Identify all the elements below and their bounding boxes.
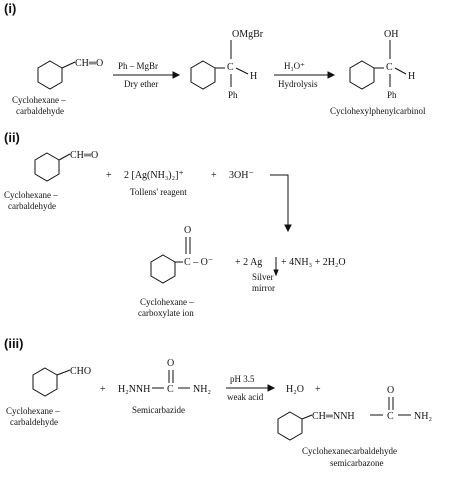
reagent-dry-ether: Dry ether <box>124 79 158 89</box>
aldehyde-bond-2 <box>58 153 71 161</box>
silver-name-a: Silver <box>252 272 274 282</box>
semicarbazone-left: CH═NNH <box>312 411 355 422</box>
semicarbazide-oxygen: O <box>167 358 174 369</box>
reagent-hydrolysis: Hydrolysis <box>278 79 318 89</box>
cyclohexane-ring-5 <box>150 254 176 284</box>
aldehyde-group-2: CH═O <box>70 150 98 161</box>
semicarbazone-name-b: semicarbazone <box>330 458 383 468</box>
section-label-ii: (ii) <box>4 130 20 145</box>
intermediate-bond-h <box>235 67 249 75</box>
plus-sign-3a: + <box>100 384 106 395</box>
arrowhead-bent <box>284 224 292 233</box>
product-phenyl: Ph <box>387 90 397 100</box>
intermediate-hydrogen: H <box>250 71 257 82</box>
condition-ph: pH 3.5 <box>230 374 255 384</box>
cyclohexane-ring-7 <box>277 411 303 441</box>
aldehyde-bond-3 <box>56 369 71 376</box>
semicarbazone-carbon: C <box>387 411 394 422</box>
semicarbazide-name: Semicarbazide <box>132 405 185 415</box>
intermediate-carbon: C <box>227 62 234 73</box>
cyclohexane-ring-2 <box>190 60 216 90</box>
byproducts: + 4NH₃ + 2H₂O <box>281 257 346 268</box>
carboxylate-name-b: carboxylate ion <box>138 308 194 318</box>
product-carbon: C <box>386 62 393 73</box>
precipitate-arrowhead <box>273 269 279 277</box>
reagent-grignard: Ph – MgBr <box>118 61 158 71</box>
aldehyde-name-1a: Cyclohexane – <box>12 95 66 105</box>
aldehyde-name-3a: Cyclohexane – <box>6 406 60 416</box>
intermediate-omgbr: OMgBr <box>232 29 264 40</box>
cyclohexane-ring-1 <box>37 60 63 90</box>
carboxylate-group: C – O⁻ <box>184 257 213 268</box>
semicarbazone-bond-ring <box>301 414 313 420</box>
plus-sign-3b: + <box>315 384 321 395</box>
plus-sign-2a: + <box>106 170 112 181</box>
arrowhead-1 <box>172 71 181 79</box>
product-hydroxyl: OH <box>384 29 398 40</box>
water-product: H₂O <box>286 384 304 395</box>
condition-weak-acid: weak acid <box>227 392 264 402</box>
carboxylate-name-a: Cyclohexane – <box>140 297 194 307</box>
semicarbazone-name-a: Cyclohexanecarbaldehyde <box>302 446 397 456</box>
reaction-arrow-bent <box>270 174 289 225</box>
hydroxide-ion: 3OH⁻ <box>229 170 254 181</box>
section-label-iii: (iii) <box>4 336 24 351</box>
aldehyde-group-3: CHO <box>70 366 91 377</box>
product-hydrogen: H <box>408 71 415 82</box>
semicarbazide-left: H₂NNH <box>118 384 150 395</box>
aldehyde-name-2b: carbaldehyde <box>8 201 56 211</box>
section-label-i: (i) <box>4 1 16 16</box>
aldehyde-group-1: CH═O <box>75 58 103 69</box>
aldehyde-name-3b: carbaldehyde <box>10 417 58 427</box>
intermediate-phenyl: Ph <box>228 90 238 100</box>
aldehyde-bond-1 <box>61 61 76 69</box>
carboxylate-oxygen: O <box>184 225 191 236</box>
semicarbazone-oxygen: O <box>387 385 394 396</box>
product-bond-h <box>394 67 407 75</box>
product-name-carbinol: Cyclohexylphenylcarbinol <box>330 106 426 116</box>
aldehyde-name-1b: carbaldehyde <box>16 106 64 116</box>
silver-name-b: mirror <box>252 283 275 293</box>
plus-sign-2b: + <box>211 170 217 181</box>
tollens-name: Tollens' reagent <box>130 187 187 197</box>
semicarbazide-carbon: C <box>167 384 174 395</box>
semicarbazide-right: NH₂ <box>193 384 211 395</box>
cyclohexane-ring-3 <box>349 60 375 90</box>
cyclohexane-ring-4 <box>34 152 60 182</box>
tollens-formula: 2 [Ag(NH₃)₂]⁺ <box>124 170 184 181</box>
silver-product: + 2 Ag <box>235 257 262 268</box>
semicarbazone-right: NH₂ <box>414 411 432 422</box>
arrowhead-2 <box>327 71 336 79</box>
reagent-hydronium: H₃O⁺ <box>284 61 305 71</box>
aldehyde-name-2a: Cyclohexane – <box>4 190 58 200</box>
arrowhead-3 <box>267 384 276 392</box>
cyclohexane-ring-6 <box>32 367 58 397</box>
